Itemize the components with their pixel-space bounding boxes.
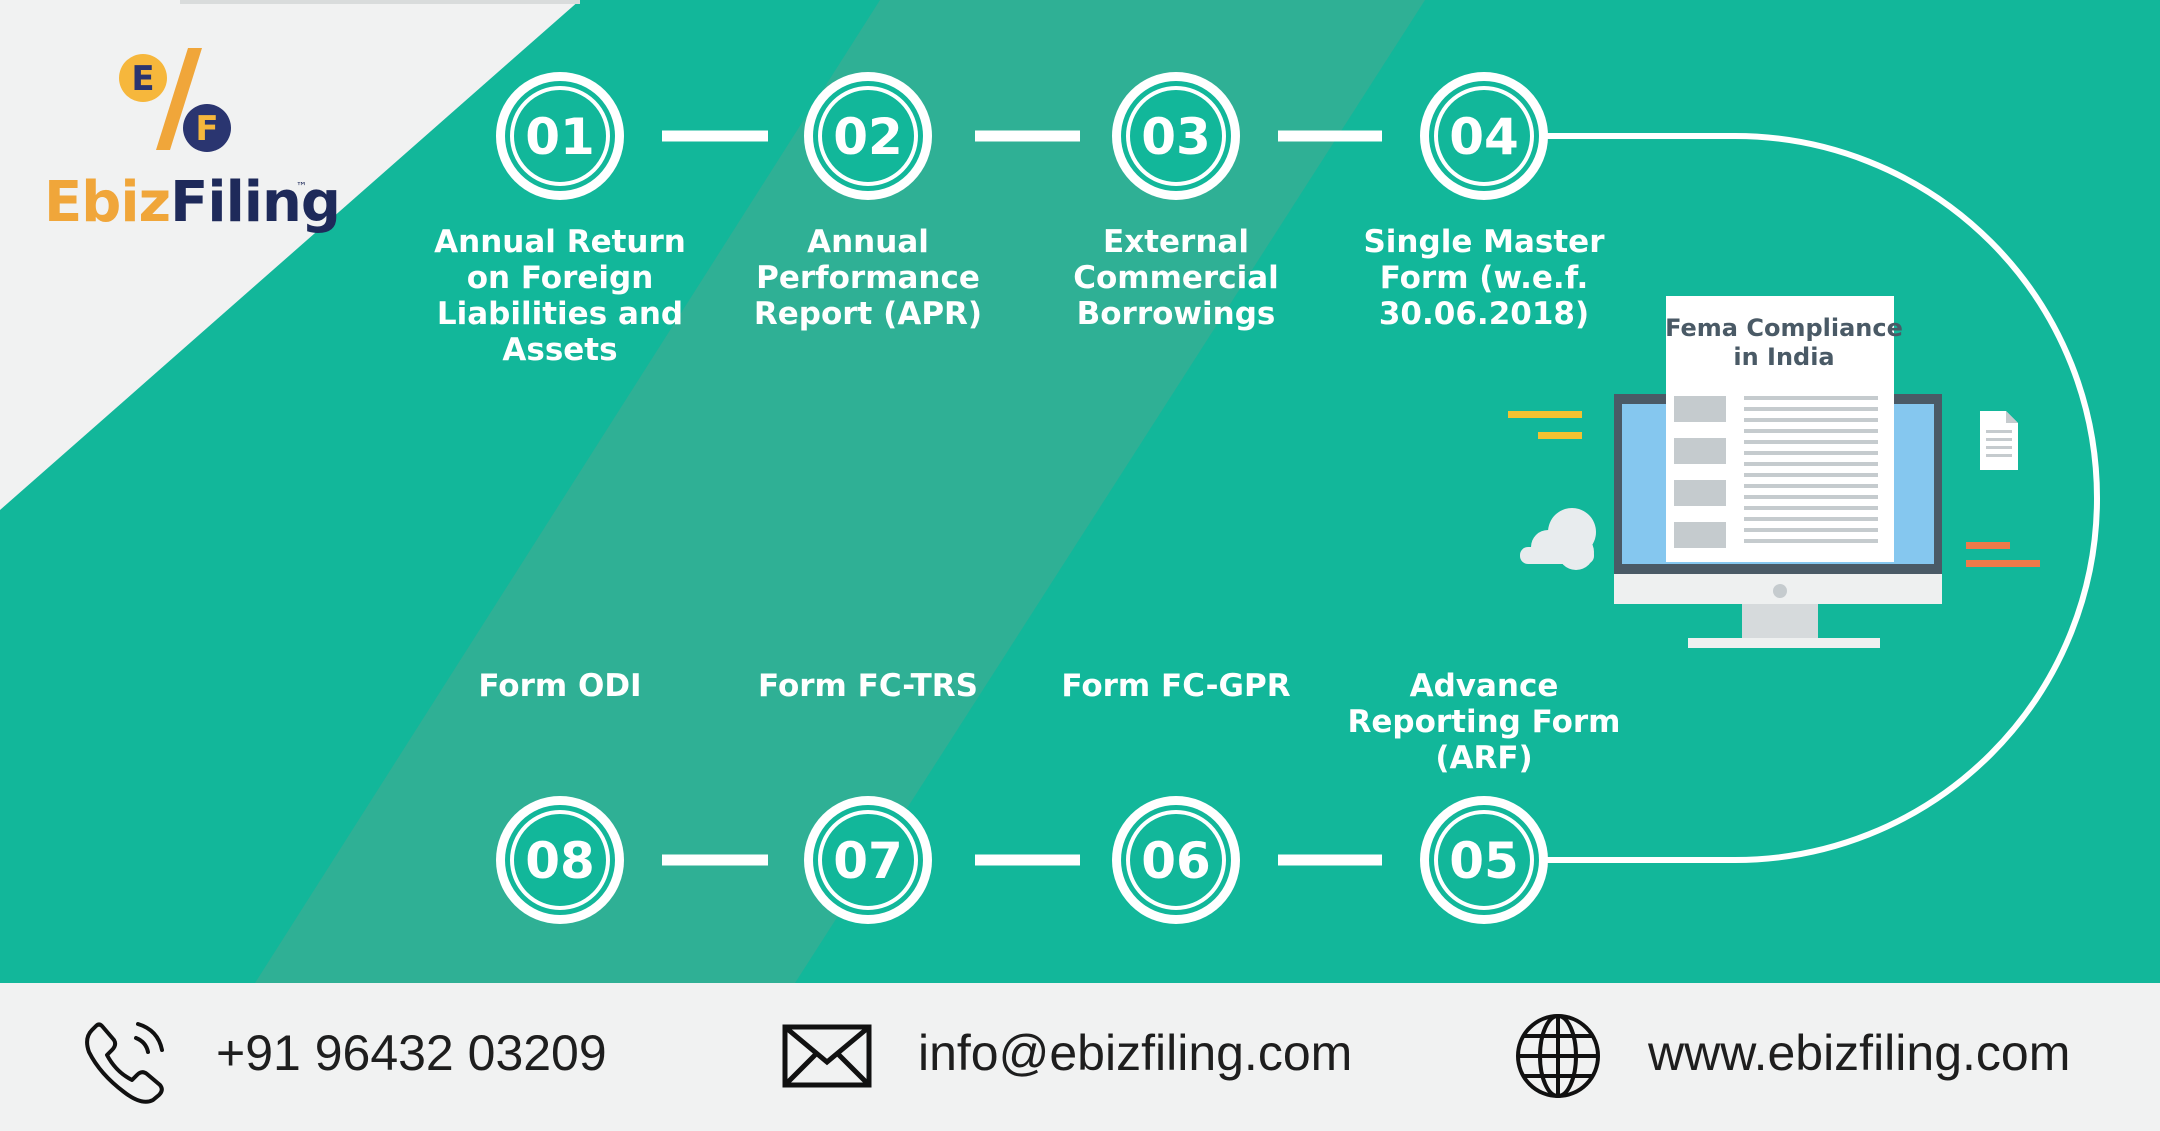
step-number-06: 06: [1141, 832, 1211, 890]
step-label-02: Annual Performance Report (APR): [753, 224, 983, 332]
top-strip: [180, 0, 580, 4]
step-number-07: 07: [833, 832, 903, 890]
step-circle-04: 04: [1420, 72, 1548, 200]
document-line: [1744, 396, 1878, 400]
diagonal-band: [255, 0, 1425, 983]
step-number-04: 04: [1449, 108, 1519, 166]
step-label-05: Advance Reporting Form (ARF): [1347, 668, 1621, 776]
step-circle-03: 03: [1112, 72, 1240, 200]
step-number-08: 08: [525, 832, 595, 890]
corner-triangle: [0, 0, 580, 510]
step-label-03: External Commercial Borrowings: [1073, 224, 1279, 332]
step-label-04: Single Master Form (w.e.f. 30.06.2018): [1363, 224, 1605, 332]
step-number-03: 03: [1141, 108, 1211, 166]
envelope-icon: [782, 1024, 872, 1088]
step-circle-05: 05: [1420, 796, 1548, 924]
logo-mark: E F: [119, 48, 231, 152]
logo-text-ebiz: Ebiz: [44, 170, 171, 235]
logo-wordmark: EbizFiling: [44, 170, 341, 235]
document-line: [1744, 462, 1878, 466]
monitor-illustration: [1508, 296, 2040, 648]
logo-trademark: ™: [296, 180, 307, 193]
logo-text-filing: Filing: [170, 170, 341, 235]
document-line: [1744, 440, 1878, 444]
document-line: [1744, 517, 1878, 521]
document-line: [1744, 429, 1878, 433]
step-number-01: 01: [525, 108, 595, 166]
flow-arc: [1545, 133, 2100, 863]
document-line: [1744, 451, 1878, 455]
step-label-06: Form FC-GPR: [1061, 668, 1291, 704]
step-circle-07: 07: [804, 796, 932, 924]
file-icon: [1980, 411, 2018, 470]
step-circle-01: 01: [496, 72, 624, 200]
step-circle-02: 02: [804, 72, 932, 200]
step-label-07: Form FC-TRS: [758, 668, 978, 704]
step-label-08: Form ODI: [478, 668, 642, 704]
document-line: [1744, 418, 1878, 422]
document-line: [1744, 484, 1878, 488]
step-circle-08: 08: [496, 796, 624, 924]
phone-icon: [85, 1022, 164, 1104]
step-circles: 01 02 03 04 05 06 07 08: [496, 72, 1548, 924]
document-line: [1744, 506, 1878, 510]
contact-phone[interactable]: +91 96432 03209: [216, 1025, 607, 1081]
globe-icon: [1516, 1014, 1600, 1098]
connector-lines: [662, 130, 1382, 866]
document-line: [1744, 495, 1878, 499]
document-line: [1744, 528, 1878, 532]
contact-email[interactable]: info@ebizfiling.com: [918, 1025, 1353, 1081]
document-title: Fema Compliance in India: [1665, 314, 1903, 371]
document-line: [1744, 407, 1878, 411]
step-number-02: 02: [833, 108, 903, 166]
background-graphics: 01 02 03 04 05 06 07 08 E F: [0, 0, 2100, 983]
step-label-01: Annual Return on Foreign Liabilities and…: [434, 224, 686, 368]
document-line: [1744, 539, 1878, 543]
cloud-icon: [1520, 508, 1596, 570]
contact-website[interactable]: www.ebizfiling.com: [1648, 1025, 2071, 1081]
step-circle-06: 06: [1112, 796, 1240, 924]
step-number-05: 05: [1449, 832, 1519, 890]
document-line: [1744, 473, 1878, 477]
contact-footer: [0, 983, 2160, 1131]
svg-text:E: E: [131, 59, 154, 99]
svg-text:F: F: [195, 109, 218, 149]
